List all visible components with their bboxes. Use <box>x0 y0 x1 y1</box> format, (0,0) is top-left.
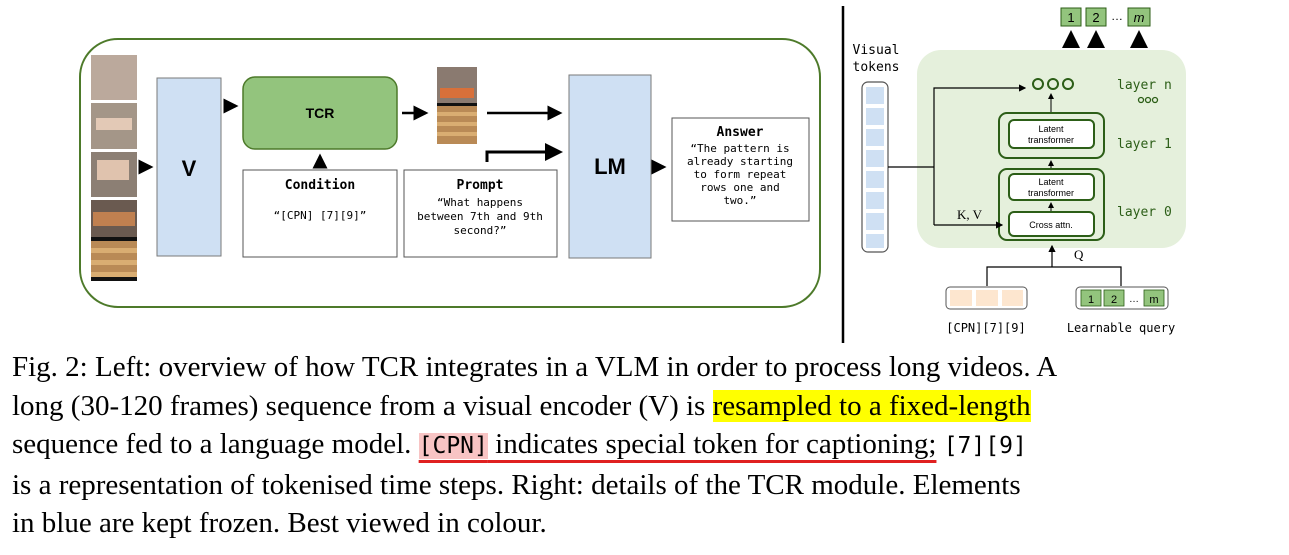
output-tokens: 1 2 … m <box>1060 7 1151 27</box>
output-frame-1 <box>437 67 477 104</box>
output-token-2 <box>1085 7 1107 27</box>
answer-line-5: two.” <box>723 194 756 207</box>
cross-attention-block <box>1008 211 1095 237</box>
layer-1-frame <box>998 112 1105 159</box>
tcr-label: TCR <box>306 105 335 121</box>
q-label: Q <box>1074 247 1084 262</box>
answer-line-4: rows one and <box>700 181 779 194</box>
prompt-line-2: between 7th and 9th <box>417 210 543 223</box>
caption-line-2: long (30-120 frames) sequence from a vis… <box>12 389 1031 422</box>
output-token-1 <box>1060 7 1082 27</box>
output-token-ellipsis: … <box>1111 9 1123 23</box>
prompt-line-1: “What happens <box>437 196 523 209</box>
svg-text:Latent: Latent <box>1038 177 1064 187</box>
answer-line-2: already starting <box>687 155 793 168</box>
svg-text:transformer: transformer <box>1028 135 1074 145</box>
layer-1-label: layer 1 <box>1117 137 1172 152</box>
svg-text:2: 2 <box>1092 10 1099 25</box>
learnable-query-label: Learnable query <box>1067 321 1175 335</box>
caption-underlined: [CPN] indicates special token for captio… <box>418 428 937 460</box>
svg-text:2: 2 <box>1111 294 1117 306</box>
output-token-m <box>1127 7 1151 27</box>
layer-n-circles <box>1032 78 1074 90</box>
svg-text:1: 1 <box>1088 294 1094 306</box>
layer-n-label: layer n <box>1117 78 1172 93</box>
latent-transformer-0 <box>1008 173 1095 201</box>
lm-label: LM <box>594 154 626 179</box>
layer-dots-icon <box>1137 96 1159 104</box>
condition-tokens-label: [CPN][7][9] <box>946 321 1025 335</box>
svg-text:Latent: Latent <box>1038 124 1064 134</box>
kv-label: K, V <box>957 207 983 222</box>
answer-line-3: to form repeat <box>694 168 787 181</box>
visual-tokens-label-1: Visual <box>853 43 900 58</box>
latent-transformer-1 <box>1008 119 1095 149</box>
caption-line-4: is a representation of tokenised time st… <box>12 468 1021 501</box>
v-encoder-block <box>156 77 222 257</box>
answer-title: Answer <box>717 125 764 140</box>
svg-text:1: 1 <box>1067 10 1074 25</box>
answer-line-1: “The pattern is <box>690 142 789 155</box>
condition-title: Condition <box>285 178 355 193</box>
visual-token-cells <box>866 87 884 248</box>
prompt-line-3: second?” <box>454 224 507 237</box>
condition-box <box>242 169 398 258</box>
left-panel-frame <box>79 38 821 308</box>
figure-caption: Fig. 2: Left: overview of how TCR integr… <box>12 348 1282 543</box>
v-label: V <box>182 156 197 181</box>
cross-attn-label: Cross attn. <box>1029 220 1073 230</box>
caption-highlight: resampled to a fixed-length <box>712 389 1031 422</box>
svg-text:m: m <box>1134 10 1145 25</box>
lm-block <box>568 74 652 259</box>
svg-text:m: m <box>1149 294 1158 306</box>
video-frames <box>91 55 137 281</box>
prompt-box <box>403 169 558 258</box>
layer-0-label: layer 0 <box>1117 205 1172 220</box>
visual-tokens-label-2: tokens <box>853 60 900 75</box>
condition-text: “[CPN] [7][9]” <box>274 209 367 222</box>
caption-line-1: Fig. 2: Left: overview of how TCR integr… <box>12 351 1058 383</box>
resampled-frames <box>437 67 477 144</box>
caption-cpn-code: [CPN] <box>418 433 488 459</box>
svg-text:transformer: transformer <box>1028 188 1074 198</box>
tcr-block <box>242 76 398 150</box>
prompt-title: Prompt <box>457 178 504 193</box>
query-ellipsis: … <box>1129 294 1139 305</box>
caption-line-3: sequence fed to a language model. [CPN] … <box>12 428 1027 460</box>
caption-line-5: in blue are kept frozen. Best viewed in … <box>12 507 547 539</box>
layer-0-frame <box>998 168 1105 241</box>
figure-diagram: V TCR Condition “[CPN] [7][9]” Prompt “W… <box>79 6 1186 343</box>
answer-box <box>671 117 810 222</box>
caption-timestep-code: [7][9] <box>943 433 1027 459</box>
